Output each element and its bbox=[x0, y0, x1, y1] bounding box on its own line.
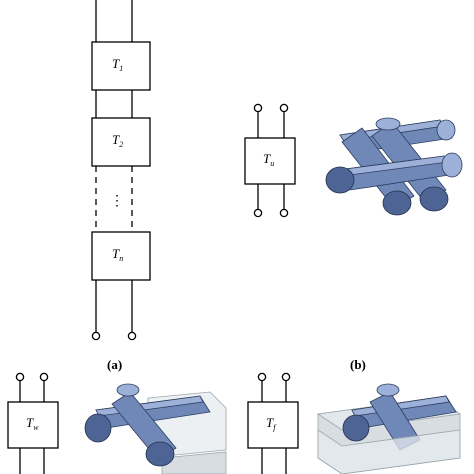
tube-end bbox=[342, 414, 370, 442]
tube-end bbox=[375, 117, 401, 131]
block-t1-label: T1 bbox=[112, 56, 123, 73]
block-tf bbox=[247, 401, 299, 449]
block-tn-label: Tn bbox=[112, 246, 123, 263]
terminal bbox=[257, 372, 267, 382]
terminal bbox=[253, 103, 263, 113]
panel-c-boundary-blocks: Tw Tf bbox=[7, 372, 462, 474]
terminal bbox=[91, 331, 101, 341]
block-t2 bbox=[91, 117, 151, 167]
terminal bbox=[253, 208, 263, 218]
tube-lattice-3d bbox=[325, 117, 463, 216]
tube-end bbox=[419, 186, 449, 212]
terminal bbox=[279, 208, 289, 218]
terminal bbox=[281, 372, 291, 382]
tube-end bbox=[436, 119, 456, 141]
terminal bbox=[127, 331, 137, 341]
block-t1 bbox=[91, 41, 151, 91]
glass-wall bbox=[161, 451, 227, 474]
tube-end bbox=[376, 383, 400, 397]
tube-end bbox=[84, 413, 112, 443]
caption-b: (b) bbox=[350, 357, 366, 372]
block-tn bbox=[91, 231, 151, 281]
block-tu-label: Tu bbox=[263, 151, 274, 168]
tube-end bbox=[325, 166, 355, 194]
terminal bbox=[279, 103, 289, 113]
glass-tray-front bbox=[317, 429, 461, 474]
ellipsis: ⋮ bbox=[110, 194, 124, 209]
panel-b-unit-cell: Tu (b) bbox=[244, 103, 463, 372]
block-tw-label: Tw bbox=[26, 415, 39, 432]
tube-end bbox=[145, 441, 175, 467]
block-tu bbox=[244, 137, 296, 185]
tube-tray-3d bbox=[316, 383, 462, 474]
tube-wall-3d bbox=[84, 383, 227, 474]
tube-end bbox=[441, 152, 463, 178]
tube-end bbox=[116, 383, 140, 397]
terminal bbox=[39, 372, 49, 382]
block-t2-label: T2 bbox=[112, 132, 123, 149]
block-tw bbox=[7, 401, 59, 449]
terminal bbox=[15, 372, 25, 382]
panel-a-cascade: T1 T2 ⋮ Tn (a) bbox=[91, 0, 151, 372]
block-tf-label: Tf bbox=[266, 415, 277, 432]
caption-a: (a) bbox=[107, 357, 122, 372]
tube-end bbox=[382, 190, 412, 216]
